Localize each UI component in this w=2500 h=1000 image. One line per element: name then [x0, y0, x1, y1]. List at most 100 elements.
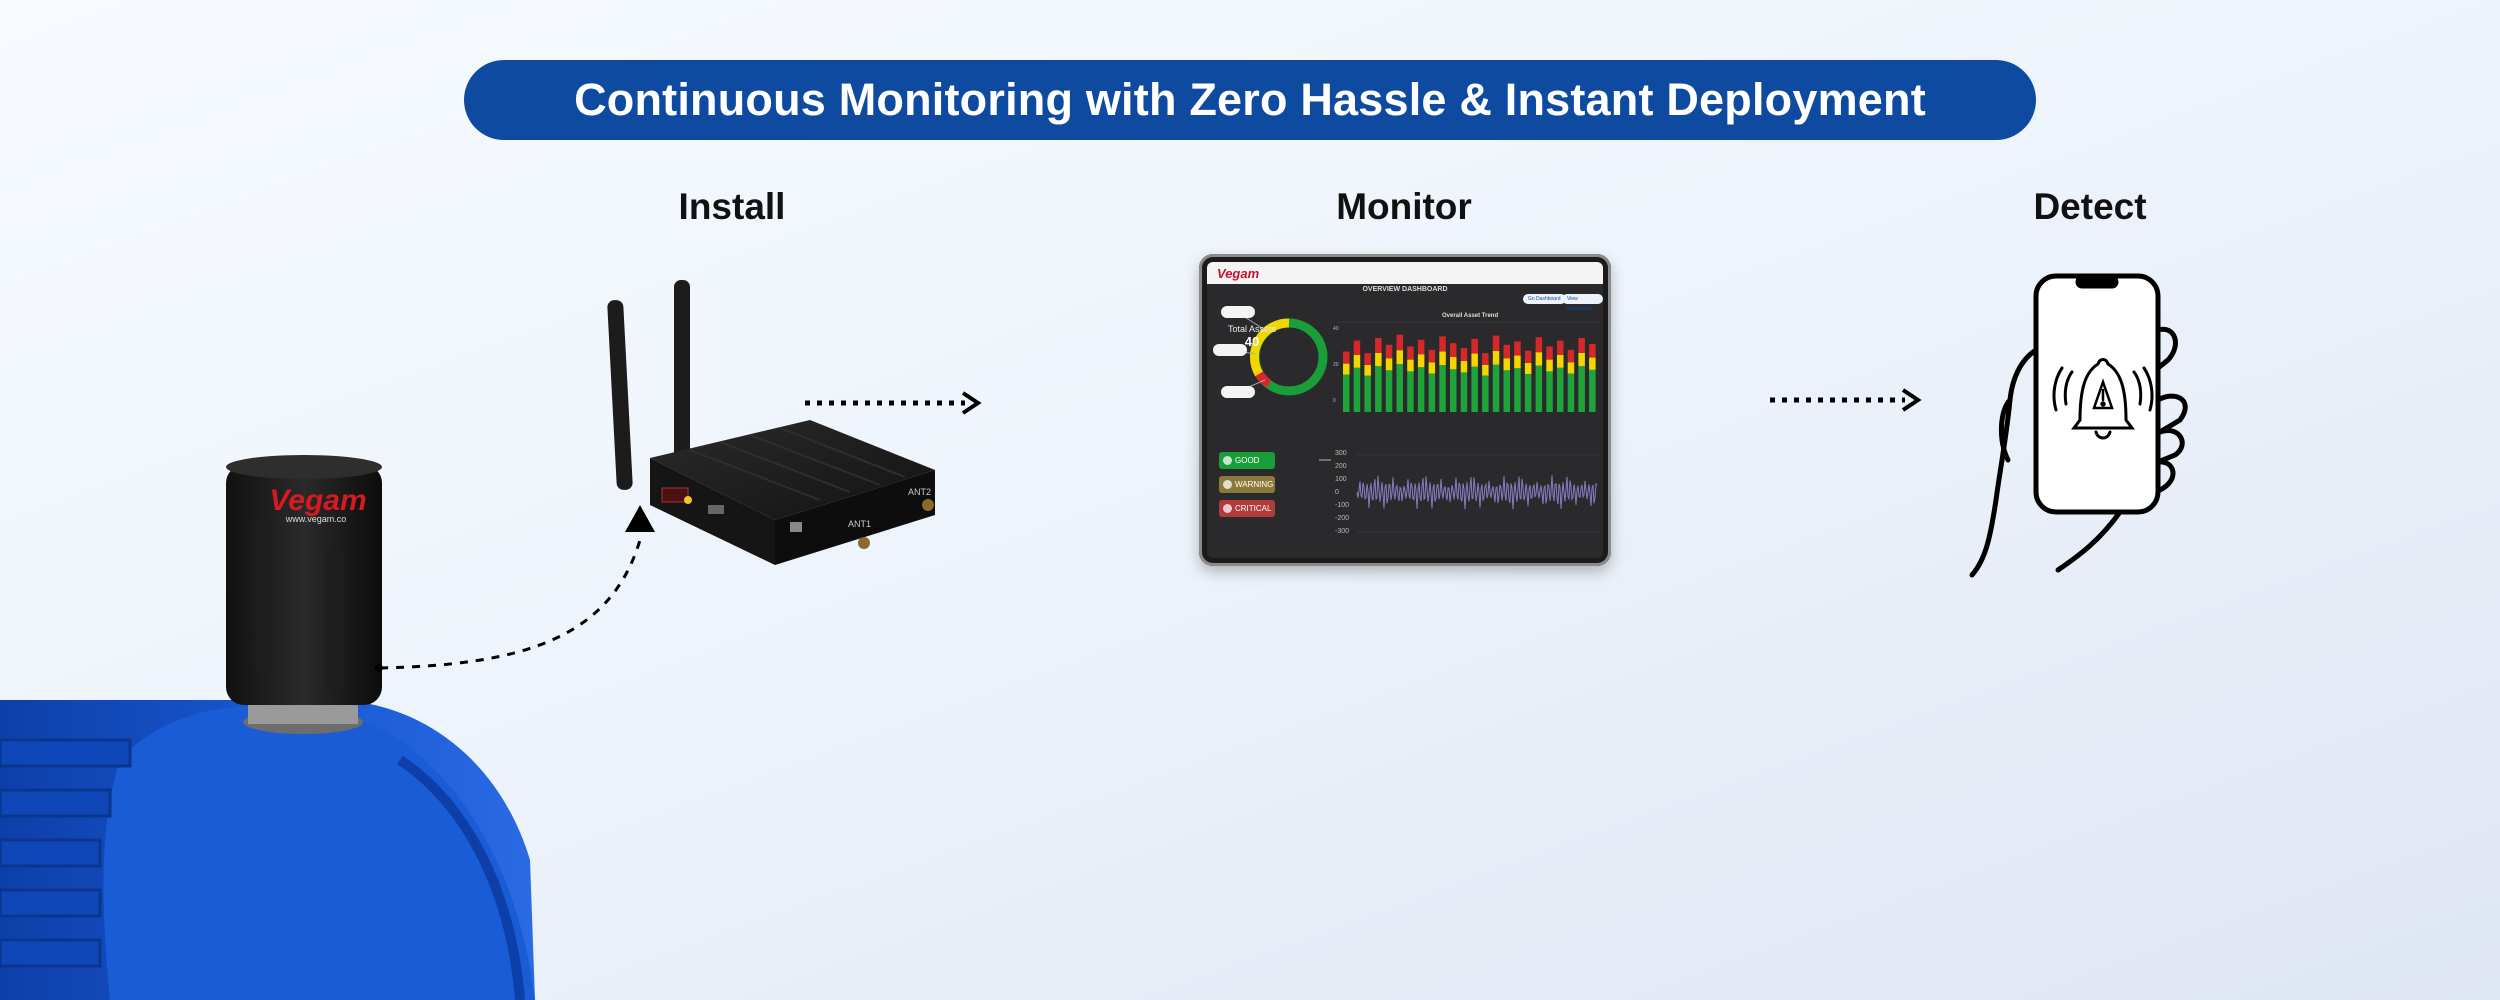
- status-critical-dot: [1223, 504, 1232, 513]
- banner: Continuous Monitoring with Zero Hassle &…: [464, 60, 2036, 140]
- sensor-brand: Vegam: [269, 484, 366, 517]
- dashboard-button-1[interactable]: Go Dashboard: [1523, 294, 1566, 304]
- bar-18-critical: [1524, 350, 1532, 363]
- bar-6-critical: [1396, 334, 1403, 351]
- bar-16-critical: [1503, 344, 1510, 359]
- dashboard-header: Vegam: [1207, 262, 1603, 284]
- bar-8-warning: [1417, 354, 1425, 368]
- callout-2: [1213, 344, 1247, 356]
- dashboard-brand: Vegam: [1217, 265, 1260, 281]
- wave-tick-neg200: -200: [1335, 515, 1350, 522]
- bar-2-good: [1353, 367, 1361, 412]
- bar-22-good: [1567, 373, 1575, 412]
- bar-17-good: [1514, 368, 1521, 412]
- bar-20-warning: [1546, 359, 1553, 372]
- status-good-chip: GOOD: [1219, 452, 1275, 469]
- bar-9-warning: [1428, 362, 1436, 374]
- wave-tick-0: 0: [1335, 489, 1339, 496]
- bar-14-good: [1482, 375, 1489, 412]
- gateway-device: ANT1 ANT2: [607, 280, 935, 565]
- bar-22-critical: [1567, 349, 1575, 363]
- bar-12-warning: [1460, 360, 1468, 373]
- bar-20-critical: [1546, 346, 1553, 360]
- status-warning-dot: [1223, 480, 1232, 489]
- step-label-monitor: Monitor: [1336, 186, 1472, 227]
- donut-critical-segment: [1255, 371, 1272, 388]
- bar-9-critical: [1428, 349, 1436, 363]
- bar-15-good: [1492, 364, 1500, 412]
- dashboard-screen: Vegam OVERVIEW DASHBOARD Go Dashboard Vi…: [1207, 262, 1603, 558]
- bar-axis-tick-40: 40: [1333, 326, 1339, 332]
- bar-23-warning: [1578, 352, 1585, 367]
- status-critical-chip: CRITICAL: [1219, 500, 1275, 517]
- bell-alert-icon: [2052, 358, 2154, 440]
- dashboard-button-2[interactable]: View Dashboard: [1562, 294, 1603, 312]
- dashboard-to-phone-arrowhead: [1901, 388, 1922, 412]
- bar-4-critical: [1375, 338, 1382, 353]
- bar-7-critical: [1407, 346, 1414, 360]
- bar-6-warning: [1396, 350, 1403, 365]
- vibration-sensor: Vegam www.vegam.co: [226, 455, 383, 734]
- bar-10-warning: [1439, 351, 1446, 366]
- bar-5-good: [1385, 370, 1393, 412]
- bar-22-warning: [1567, 362, 1575, 374]
- bar-10-good: [1439, 365, 1446, 412]
- bar-21-warning: [1557, 354, 1564, 368]
- bar-5-critical: [1385, 344, 1393, 359]
- gateway-to-dashboard-arrowhead: [961, 391, 982, 415]
- bar-10-critical: [1439, 336, 1446, 352]
- sensor-to-gateway-arrowhead: [625, 505, 655, 532]
- donut-warning-segment: [1249, 318, 1290, 377]
- wave-tick-neg300: -300: [1335, 528, 1350, 535]
- banner-title: Continuous Monitoring with Zero Hassle &…: [574, 74, 1926, 125]
- total-assets: Total Assets 40: [1207, 324, 1297, 349]
- bar-24-critical: [1589, 343, 1596, 358]
- total-assets-value: 40: [1244, 334, 1260, 349]
- sensor-to-gateway-arrow: [379, 539, 642, 670]
- step-label-install: Install: [678, 186, 786, 227]
- tablet-dashboard: Vegam OVERVIEW DASHBOARD Go Dashboard Vi…: [1199, 254, 1611, 566]
- bar-23-critical: [1578, 338, 1585, 353]
- bar-11-critical: [1450, 343, 1457, 357]
- dashboard-title: OVERVIEW DASHBOARD: [1362, 286, 1448, 293]
- bar-8-critical: [1417, 339, 1425, 355]
- bar-23-good: [1578, 366, 1585, 412]
- status-warning-chip: WARNING: [1219, 476, 1275, 493]
- bar-axis-tick-20: 20: [1333, 362, 1339, 368]
- bar-13-critical: [1471, 338, 1478, 354]
- status-warning-label: WARNING: [1235, 480, 1274, 489]
- wave-tick-200: 200: [1335, 463, 1347, 470]
- total-assets-label: Total Assets: [1227, 324, 1277, 334]
- bar-3-good: [1364, 375, 1371, 412]
- bar-16-warning: [1503, 358, 1510, 371]
- bar-18-good: [1524, 373, 1532, 412]
- bar-16-good: [1503, 370, 1510, 412]
- bar-3-critical: [1364, 353, 1371, 365]
- bar-axis-tick-0: 0: [1333, 398, 1336, 404]
- bar-4-good: [1375, 366, 1382, 412]
- bar-4-warning: [1375, 352, 1382, 367]
- bar-5-warning: [1385, 358, 1393, 371]
- bar-19-good: [1535, 365, 1543, 412]
- vibration-waveform: [1356, 474, 1598, 510]
- bar-15-critical: [1492, 335, 1500, 351]
- bar-7-warning: [1407, 359, 1414, 372]
- callout-3: [1221, 386, 1255, 398]
- bar-24-warning: [1589, 357, 1596, 370]
- bar-9-good: [1428, 373, 1436, 412]
- bar-21-good: [1557, 367, 1564, 412]
- bar-17-warning: [1514, 355, 1521, 369]
- bar-19-warning: [1535, 352, 1543, 366]
- antenna-label-2: ANT2: [908, 487, 931, 497]
- bar-19-critical: [1535, 337, 1543, 353]
- bar-21-critical: [1557, 340, 1564, 355]
- bar-24-good: [1589, 369, 1596, 412]
- bar-13-warning: [1471, 353, 1478, 367]
- bar-1-good: [1343, 374, 1350, 412]
- wave-tick-300: 300: [1335, 450, 1347, 457]
- bar-15-warning: [1492, 350, 1500, 365]
- bar-18-warning: [1524, 362, 1532, 374]
- bar-14-warning: [1482, 364, 1489, 376]
- bar-7-good: [1407, 371, 1414, 412]
